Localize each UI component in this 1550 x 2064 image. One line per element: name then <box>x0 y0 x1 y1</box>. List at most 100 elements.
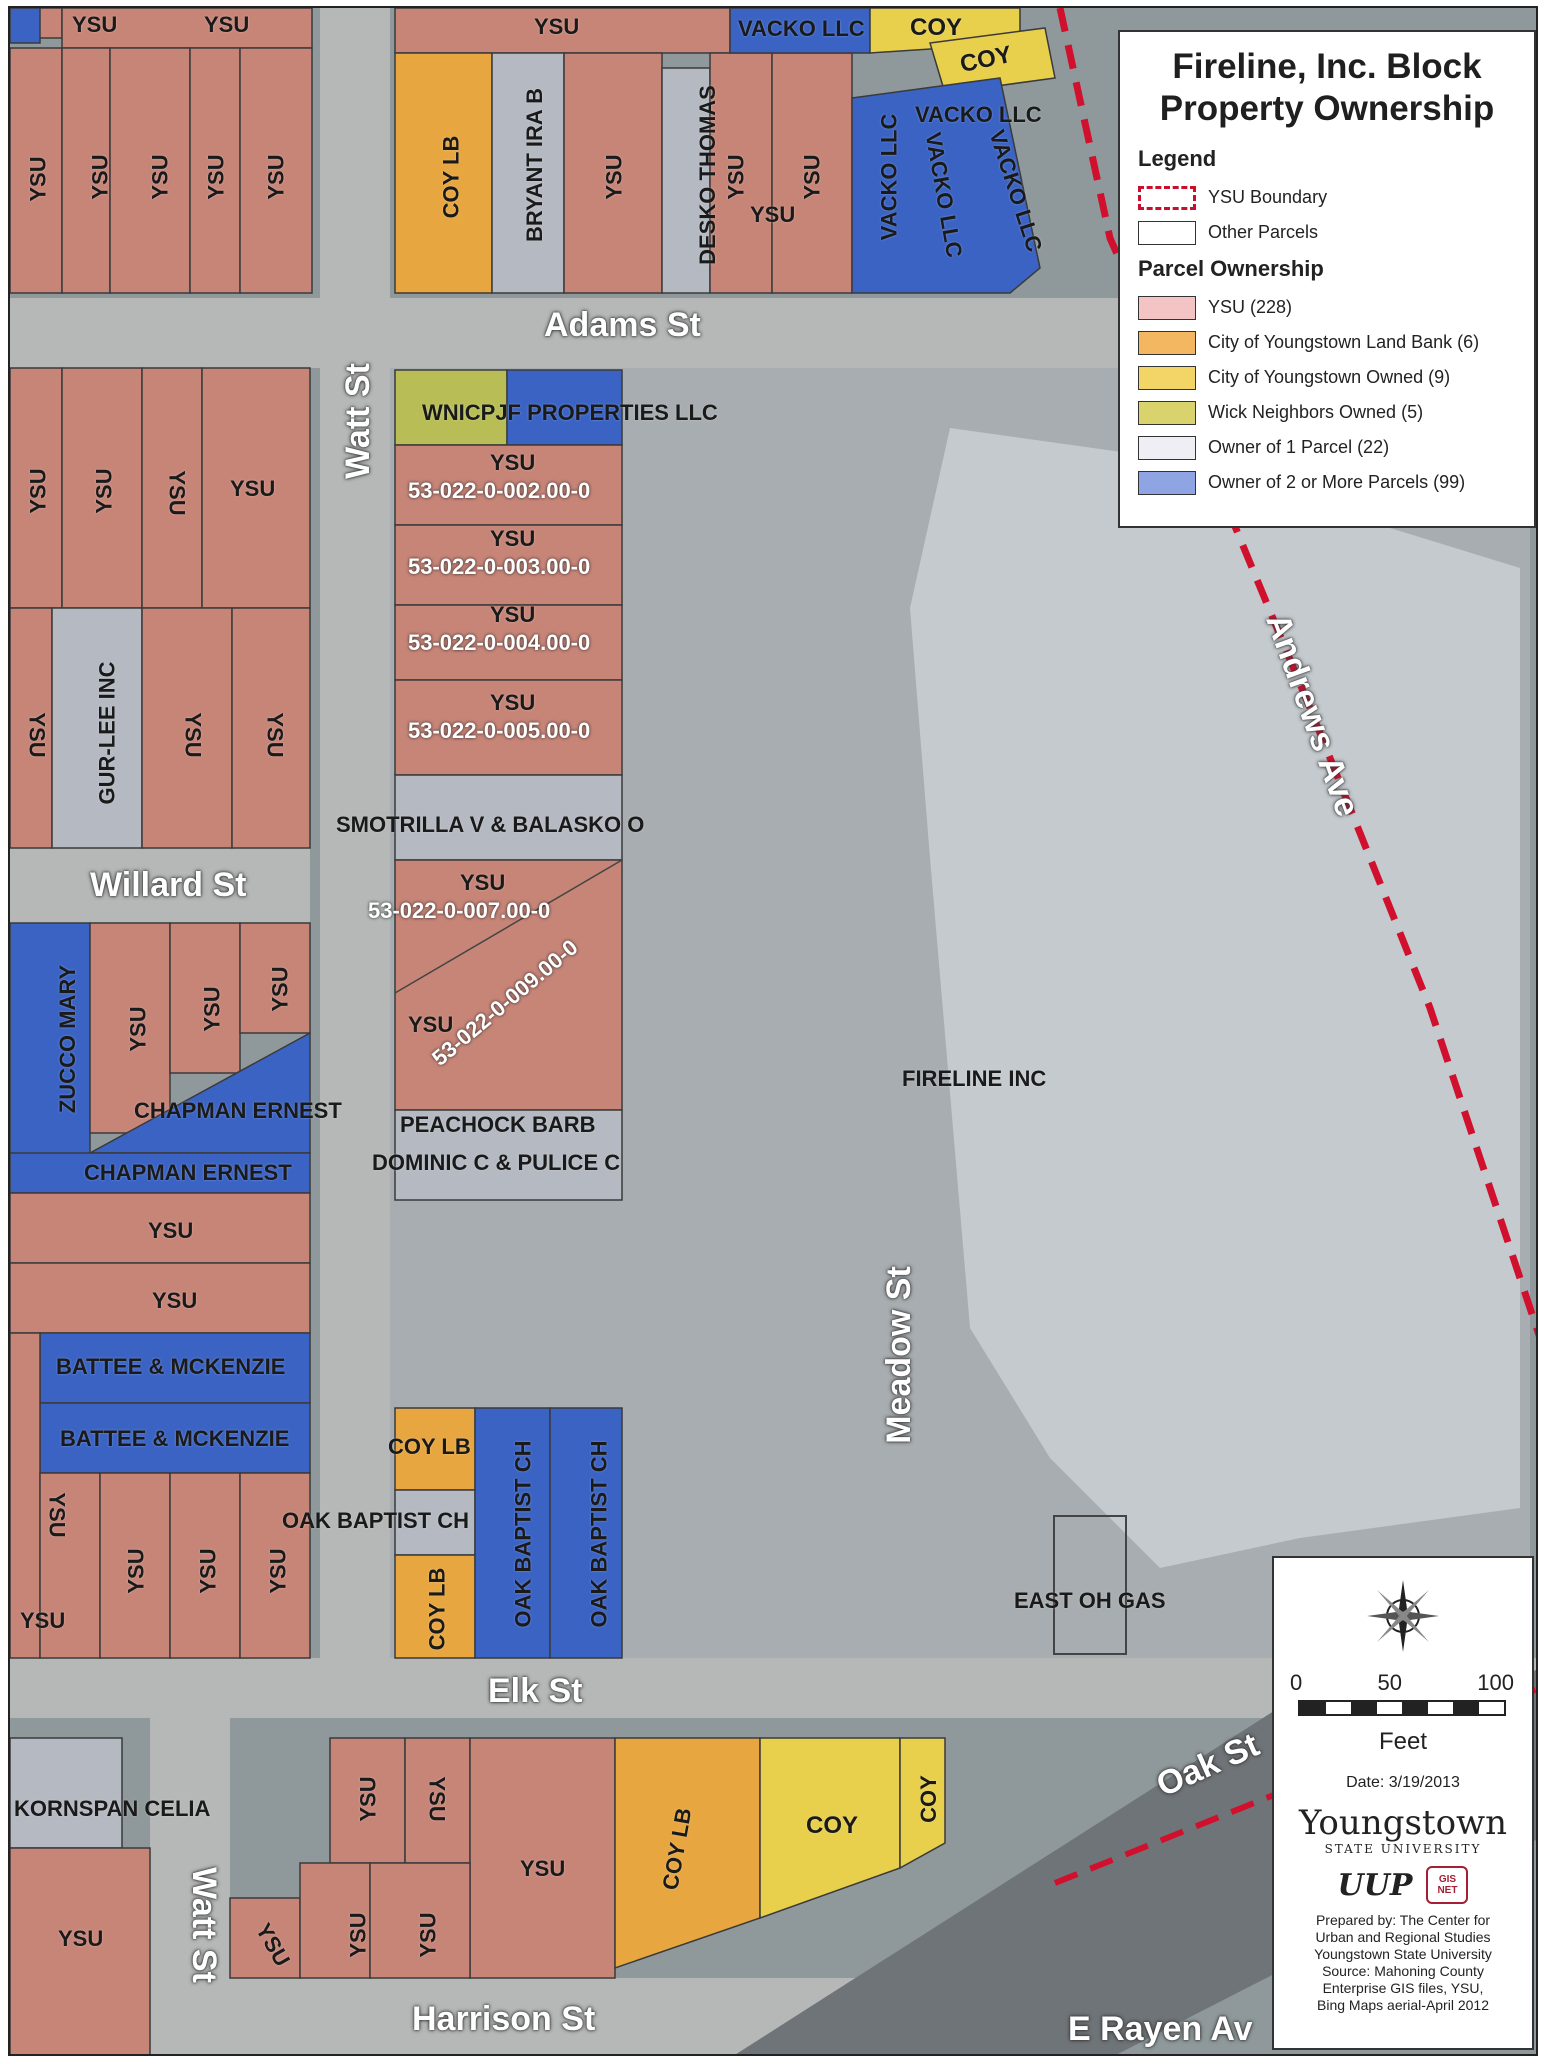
parcel-label-desko: DESKO THOMAS <box>694 85 720 265</box>
parcel-label-ysu: YSU <box>415 1912 441 1958</box>
legend-item-label: Owner of 1 Parcel (22) <box>1208 437 1390 457</box>
map-title: Fireline, Inc. Block Property Ownership <box>1138 46 1516 130</box>
parcel <box>10 1262 311 1334</box>
parcel <box>10 1152 311 1194</box>
parcel <box>10 8 41 44</box>
parcel <box>369 1862 471 1979</box>
legend-item-ysu: YSU (228) <box>1138 290 1516 325</box>
parcel-label-ysu: YSU <box>195 1548 221 1594</box>
ysu-logo-subtitle: STATE UNIVERSITY <box>1324 1842 1482 1856</box>
parcel-label-ysu: YSU <box>152 1288 198 1313</box>
fireline-building <box>910 428 1520 1568</box>
legend-item-label: Other Parcels <box>1208 222 1319 242</box>
parcel-label-ysu: YSU <box>25 156 51 202</box>
parcel-label-ysu: YSU <box>723 154 749 200</box>
parcel <box>394 859 623 1111</box>
legend-item-label: YSU Boundary <box>1208 187 1328 207</box>
map-date: Date: 3/19/2013 <box>1346 1774 1460 1791</box>
street-label-willard: Willard St <box>90 866 247 904</box>
map-frame: YSU YSU YSU VACKO LLC COY COY VACKO LLC … <box>8 6 1538 2056</box>
parcel-label-ysu: YSU <box>148 1218 194 1243</box>
parcel-label-p007: 53-022-0-007.00-0 <box>368 898 551 923</box>
parcel-label-ysu: YSU <box>180 712 206 758</box>
parcel <box>169 1472 241 1659</box>
parcel <box>10 1737 123 1849</box>
legend-item-city: City of Youngstown Owned (9) <box>1138 360 1516 395</box>
parcel-label-ysu: YSU <box>263 154 289 200</box>
parcel <box>51 607 143 849</box>
parcel <box>61 367 143 609</box>
road-watt-south <box>150 1718 230 2054</box>
street-label-adams: Adams St <box>544 306 701 344</box>
parcel-label-wnicpjf: WNICPJF PROPERTIES LLC <box>422 400 718 425</box>
scale-numbers: 0 50 100 <box>1290 1670 1514 1696</box>
parcel-label-oakbaptist: OAK BAPTIST CH <box>586 1440 612 1628</box>
parcel <box>299 1862 371 1979</box>
parcel-label-bryant: BRYANT IRA B <box>522 87 548 243</box>
parcel-label-battee: BATTEE & MCKENZIE <box>60 1426 290 1451</box>
parcel-label-ysu: YSU <box>58 1926 104 1951</box>
east-oh-gas-parcel <box>1053 1515 1127 1655</box>
parcel-label-ysu: YSU <box>123 1548 149 1594</box>
other-swatch <box>1138 220 1196 245</box>
ysu-logo: Youngstown <box>1298 1803 1508 1843</box>
parcel-label-ysu: YSU <box>355 1776 381 1822</box>
parcel-label-ysu: YSU <box>204 12 250 37</box>
street-label-rayen: E Rayen Av <box>1068 2010 1253 2048</box>
parcel-label-kornspan: KORNSPAN CELIA <box>14 1796 211 1821</box>
parcel-label-ysu: YSU <box>267 966 293 1012</box>
parcel <box>394 679 623 776</box>
parcel-label-p004: 53-022-0-004.00-0 <box>408 630 591 655</box>
parcel-label-ysu: YSU <box>424 1776 450 1822</box>
scale-label-100: 100 <box>1477 1670 1514 1695</box>
map-title-line1: Fireline, Inc. Block <box>1172 47 1482 86</box>
parcel-label-ysu: YSU <box>262 712 288 758</box>
parcel-label-ysu: YSU <box>72 12 118 37</box>
scale-label-0: 0 <box>1290 1670 1303 1695</box>
parcel-label-ysu: YSU <box>750 202 796 227</box>
parcel <box>394 8 731 54</box>
parcel-label-oakbaptist: OAK BAPTIST CH <box>282 1508 469 1533</box>
legend-item-label: City of Youngstown Land Bank (6) <box>1208 332 1480 352</box>
parcel-label-ysu: YSU <box>408 1012 454 1037</box>
parcel-label-ysu: YSU <box>164 470 190 516</box>
parcel <box>469 1737 616 1979</box>
map-title-line2: Property Ownership <box>1159 89 1495 128</box>
parcel <box>394 369 508 446</box>
parcel-label-ysu: YSU <box>601 154 627 200</box>
parcel <box>329 1737 406 1864</box>
parcel-label-eastoh: EAST OH GAS <box>1014 1588 1166 1613</box>
parcel-label-fireline: FIRELINE INC <box>902 1066 1047 1091</box>
parcel <box>10 1847 151 2054</box>
parcel-label-ysu: YSU <box>44 1492 70 1538</box>
parcel <box>10 607 53 849</box>
parcel <box>189 47 241 294</box>
ownership-heading: Parcel Ownership <box>1138 256 1324 281</box>
parcel <box>239 922 311 1034</box>
parcel <box>474 1407 551 1659</box>
scale-units: Feet <box>1378 1728 1428 1755</box>
legend-item-boundary: YSU Boundary <box>1138 180 1516 215</box>
parcel <box>61 8 313 49</box>
credits: Prepared by: The Center for Urban and Re… <box>1286 1912 1520 2014</box>
legend-item-label: City of Youngstown Owned (9) <box>1208 367 1451 387</box>
parcel-label-ysu: YSU <box>199 986 225 1032</box>
legend-item-multi-parcel: Owner of 2 or More Parcels (99) <box>1138 465 1516 500</box>
legend-item-label: Wick Neighbors Owned (5) <box>1208 402 1424 422</box>
north-arrow-icon <box>1367 1580 1439 1652</box>
parcel-label-chapman: CHAPMAN ERNEST <box>84 1160 292 1185</box>
parcel-label-ysu: YSU <box>25 468 51 514</box>
partner-logos: UUP GIS NET <box>1286 1866 1520 1904</box>
parcel <box>549 1407 623 1659</box>
parcel-label-p002: 53-022-0-002.00-0 <box>408 478 591 503</box>
parcel-label-vacko: VACKO LLC <box>915 102 1042 127</box>
legend-item-label: YSU (228) <box>1208 297 1293 317</box>
parcel <box>10 1192 311 1264</box>
landbank-swatch <box>1138 330 1196 355</box>
parcel <box>109 47 191 294</box>
parcel <box>239 47 313 294</box>
parcel-label-ysu: YSU <box>265 1548 291 1594</box>
parcel <box>61 47 111 294</box>
parcel-label-coylb: COY LB <box>424 1567 450 1651</box>
parcel-label-ysu: YSU <box>490 526 536 551</box>
